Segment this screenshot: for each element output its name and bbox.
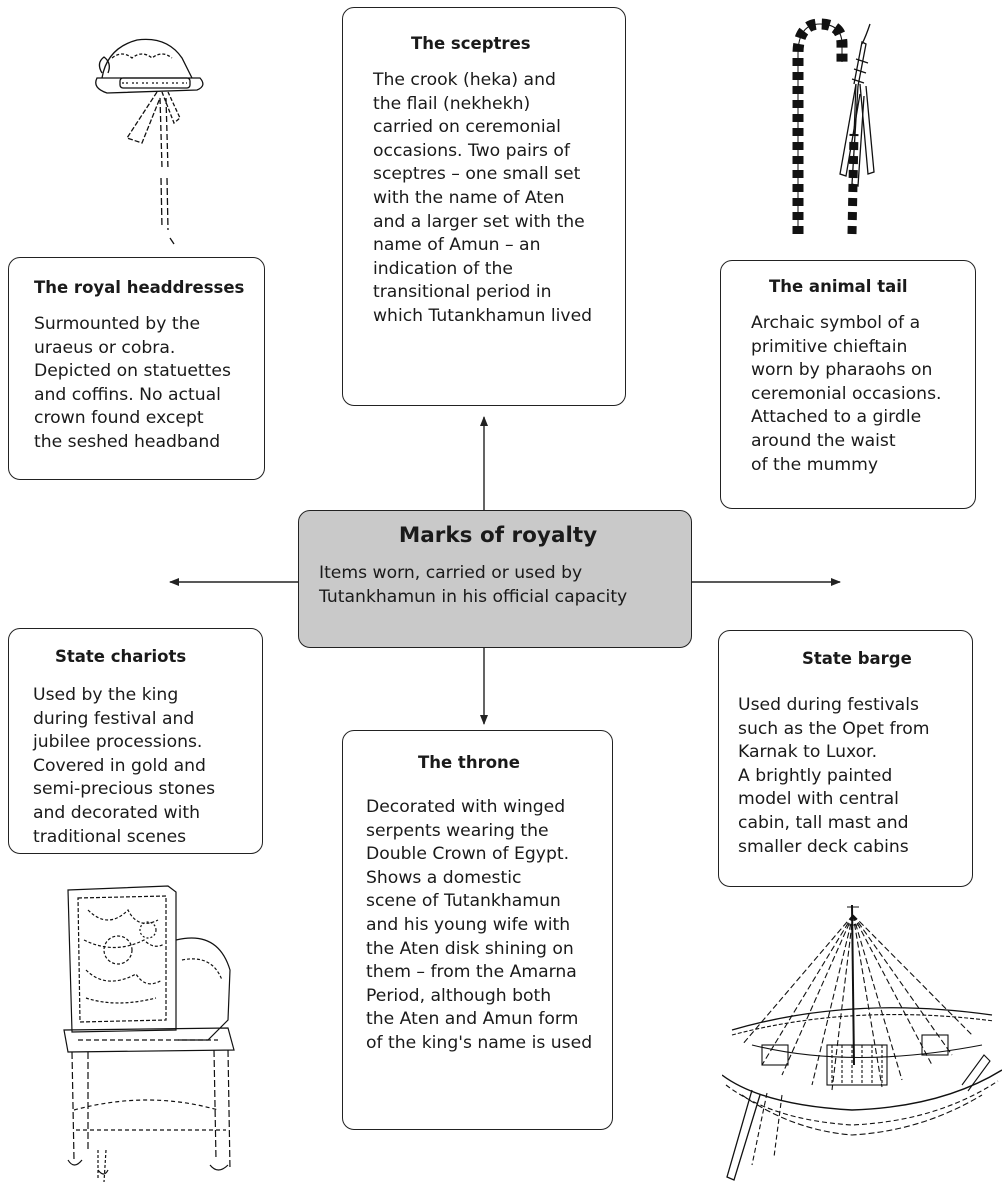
headdress-illustration [95, 38, 204, 245]
state-barge-body: Used during festivals such as the Opet f… [738, 695, 930, 857]
animal-tail-title: The animal tail [769, 277, 908, 296]
center-title: Marks of royalty [398, 523, 598, 548]
crook-and-flail-illustration [792, 18, 875, 235]
chair-illustration [63, 885, 235, 1183]
throne-box: The throne Decorated with winged serpent… [342, 730, 613, 1130]
center-box: Marks of royalty Items worn, carried or … [298, 510, 692, 648]
state-chariots-title: State chariots [55, 647, 187, 666]
state-barge-title: State barge [802, 649, 912, 668]
sceptres-title: The sceptres [411, 34, 531, 53]
state-barge-box: State barge Used during festivals such a… [718, 630, 973, 887]
throne-title: The throne [418, 753, 520, 772]
state-chariots-body: Used by the king during festival and jub… [33, 685, 216, 847]
sceptres-body: The crook (heka) and the flail (nekhekh)… [373, 70, 593, 326]
sceptres-box: The sceptres The crook (heka) and the fl… [342, 7, 626, 406]
throne-body: Decorated with winged serpents wearing t… [366, 797, 593, 1053]
animal-tail-body: Archaic symbol of a primitive chieftain … [751, 313, 942, 475]
animal-tail-box: The animal tail Archaic symbol of a prim… [720, 260, 976, 509]
headdresses-box: The royal headdresses Surmounted by the … [8, 257, 265, 480]
barge-illustration [722, 904, 1002, 1181]
state-chariots-box: State chariots Used by the king during f… [8, 628, 263, 854]
headdresses-title: The royal headdresses [34, 278, 245, 297]
headdresses-body: Surmounted by the uraeus or cobra. Depic… [34, 314, 231, 452]
center-body: Items worn, carried or used by Tutankham… [319, 563, 628, 607]
